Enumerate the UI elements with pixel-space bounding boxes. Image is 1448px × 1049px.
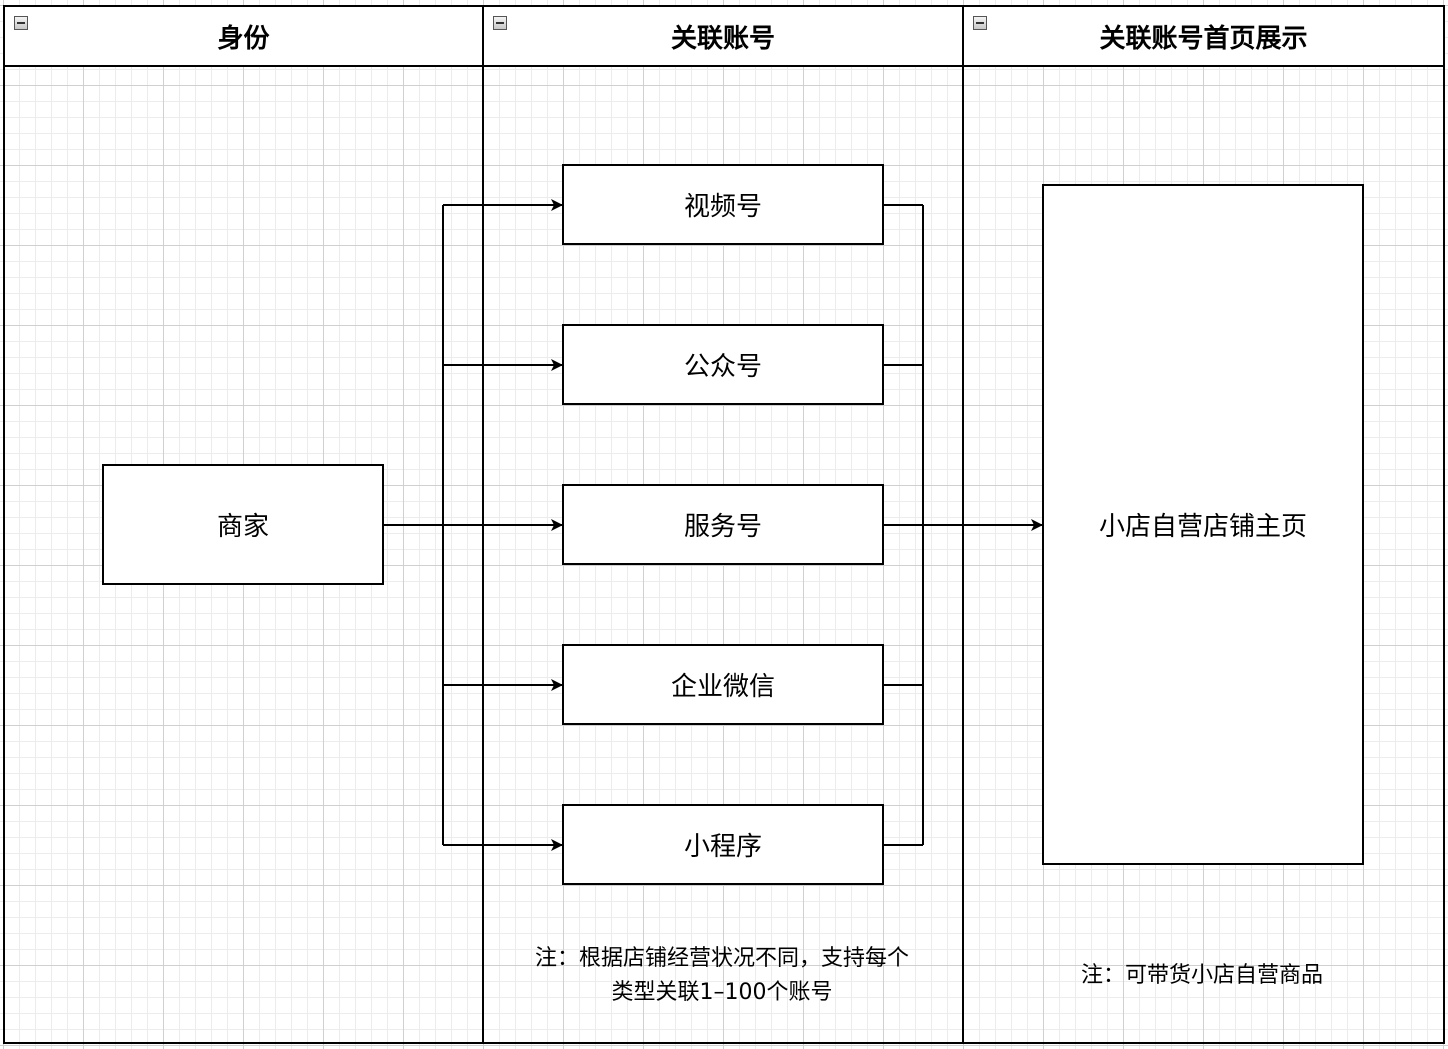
collapse-icon[interactable]: [493, 16, 507, 30]
node-label: 小店自营店铺主页: [1098, 512, 1307, 542]
note-line: 注：根据店铺经营状况不同，支持每个: [534, 946, 909, 971]
note-homepage: 注：可带货小店自营商品: [1002, 959, 1402, 993]
node-merchant[interactable]: 商家: [102, 464, 384, 585]
lane-title: 关联账号首页展示: [1099, 23, 1308, 54]
note-account-limit: 注：根据店铺经营状况不同，支持每个 类型关联1–100个账号: [494, 942, 950, 1010]
lane-identity: 身份: [3, 5, 484, 1044]
node-label: 企业微信: [670, 672, 775, 702]
lane-title: 身份: [217, 23, 270, 54]
node-service-account[interactable]: 服务号: [562, 484, 884, 565]
lane-title: 关联账号: [670, 23, 775, 54]
node-official-account[interactable]: 公众号: [562, 324, 884, 405]
collapse-icon[interactable]: [973, 16, 987, 30]
node-label: 公众号: [683, 352, 762, 382]
node-video-account[interactable]: 视频号: [562, 164, 884, 245]
lane-header-linked-accounts: 关联账号: [484, 7, 962, 67]
node-label: 视频号: [683, 192, 762, 222]
node-store-homepage[interactable]: 小店自营店铺主页: [1042, 184, 1364, 865]
collapse-icon[interactable]: [14, 16, 28, 30]
note-line: 类型关联1–100个账号: [611, 980, 833, 1005]
lane-linked-accounts: 关联账号: [482, 5, 964, 1044]
node-mini-program[interactable]: 小程序: [562, 804, 884, 885]
lane-header-identity: 身份: [5, 7, 482, 67]
note-line: 注：可带货小店自营商品: [1080, 963, 1323, 988]
node-wecom[interactable]: 企业微信: [562, 644, 884, 725]
lane-header-homepage-display: 关联账号首页展示: [964, 7, 1443, 67]
node-label: 服务号: [683, 512, 762, 542]
node-label: 小程序: [683, 832, 762, 862]
node-label: 商家: [216, 512, 269, 542]
